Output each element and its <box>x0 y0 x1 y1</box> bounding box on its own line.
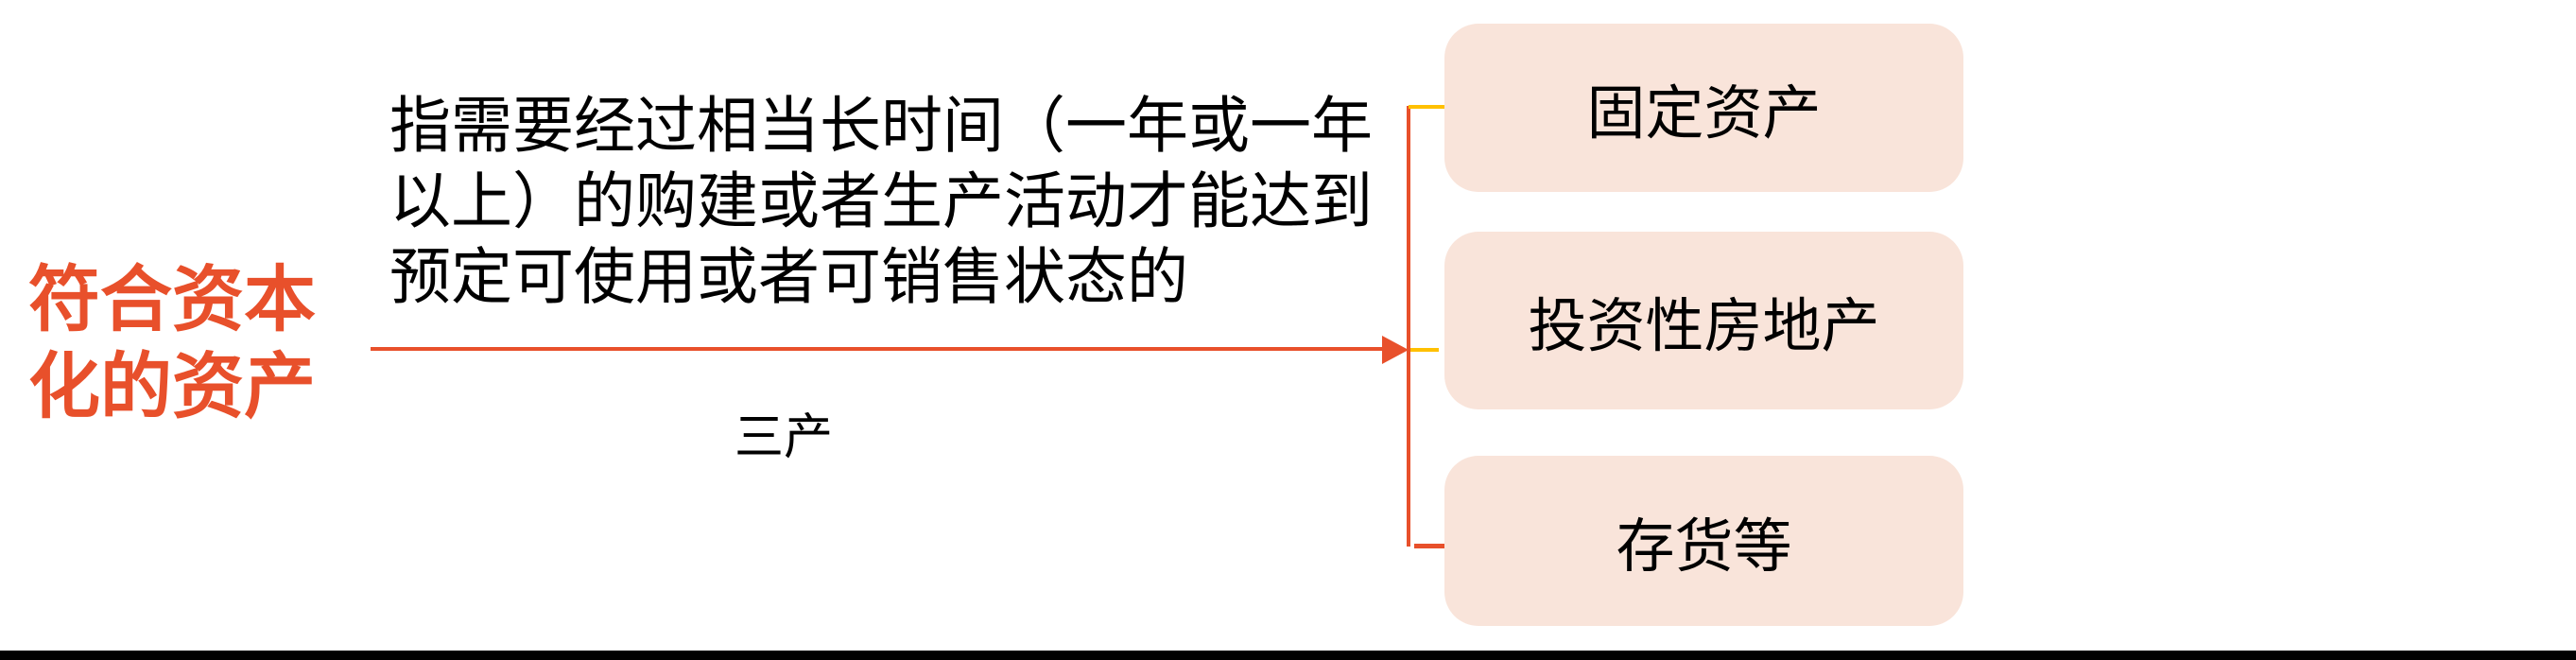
branch-connector-stub-middle <box>1410 348 1439 352</box>
arrow-head-icon <box>1382 336 1409 364</box>
arrow-line <box>371 347 1382 351</box>
branch-box-fixed-assets: 固定资产 <box>1444 24 1963 192</box>
description-line-1: 指需要经过相当长时间（一年或一年 <box>389 93 1374 161</box>
root-node-label-line-2: 化的资产 <box>28 348 316 427</box>
bottom-border-bar <box>0 651 2576 660</box>
annotation-text: 三产 <box>735 411 834 465</box>
branch-connector-line <box>1407 106 1410 547</box>
root-node-label-line-1: 符合资本 <box>28 261 316 340</box>
root-node-label: 符合资本 化的资产 <box>28 257 316 431</box>
branch-box-inventory: 存货等 <box>1444 456 1963 626</box>
branch-box-investment-property-label: 投资性房地产 <box>1528 295 1880 359</box>
branch-box-fixed-assets-label: 固定资产 <box>1586 82 1822 147</box>
branch-connector-stub-bottom <box>1414 544 1444 548</box>
description-line-2: 以上）的购建或者生产活动才能达到 <box>389 168 1374 236</box>
description-text: 指需要经过相当长时间（一年或一年 以上）的购建或者生产活动才能达到 预定可使用或… <box>389 89 1373 316</box>
branch-box-inventory-label: 存货等 <box>1616 515 1792 580</box>
branch-box-investment-property: 投资性房地产 <box>1444 232 1963 409</box>
description-line-3: 预定可使用或者可销售状态的 <box>389 244 1189 312</box>
branch-connector-stub-top <box>1409 105 1444 109</box>
